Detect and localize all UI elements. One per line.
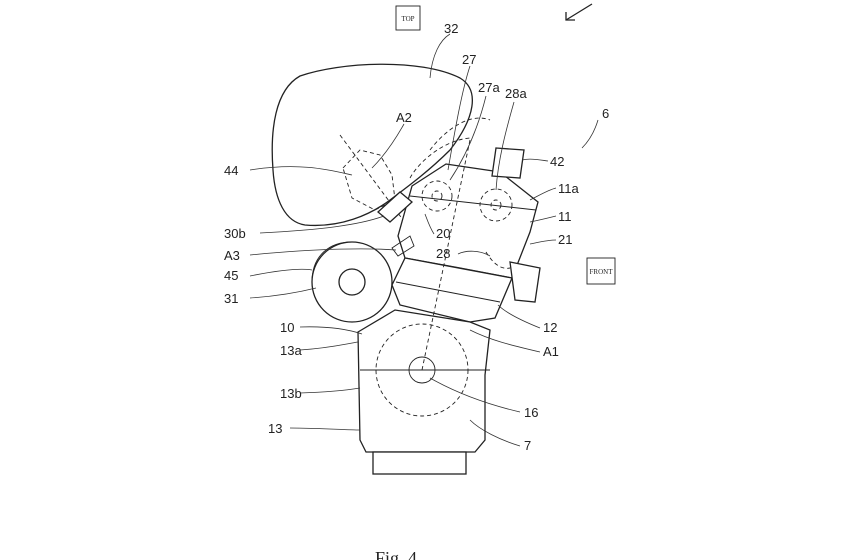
label-12: 12 — [543, 320, 557, 335]
label-42: 42 — [550, 154, 564, 169]
figure-caption: Fig. 4 — [375, 548, 417, 560]
label-11: 11 — [558, 209, 572, 224]
label-27a: 27a — [478, 80, 500, 95]
label-7: 7 — [524, 438, 531, 453]
label-21: 21 — [558, 232, 572, 247]
label-27: 27 — [462, 52, 476, 67]
oil-pan — [373, 452, 466, 474]
label-a1: A1 — [543, 344, 559, 359]
top-label: TOP — [401, 15, 414, 23]
label-13b: 13b — [280, 386, 302, 401]
label-20: 20 — [436, 226, 450, 241]
component-42 — [492, 148, 524, 178]
rotor-31-hub — [339, 269, 365, 295]
exhaust-pipe — [510, 262, 540, 302]
label-13: 13 — [268, 421, 282, 436]
label-6: 6 — [602, 106, 609, 121]
label-13a: 13a — [280, 343, 302, 358]
label-32: 32 — [444, 21, 458, 36]
label-30b: 30b — [224, 226, 246, 241]
label-a3: A3 — [224, 248, 240, 263]
label-16: 16 — [524, 405, 538, 420]
label-10: 10 — [280, 320, 294, 335]
label-44: 44 — [224, 163, 238, 178]
crankcase-13 — [358, 310, 490, 452]
top-orientation-box: TOP — [396, 6, 420, 30]
label-a2: A2 — [396, 110, 412, 125]
label-45: 45 — [224, 268, 238, 283]
front-label: FRONT — [590, 268, 614, 276]
label-28: 28 — [436, 246, 450, 261]
front-orientation-box: FRONT — [587, 258, 615, 284]
label-28a: 28a — [505, 86, 527, 101]
label-31: 31 — [224, 291, 238, 306]
direction-arrow — [566, 4, 592, 20]
label-11a: 11a — [558, 181, 579, 196]
